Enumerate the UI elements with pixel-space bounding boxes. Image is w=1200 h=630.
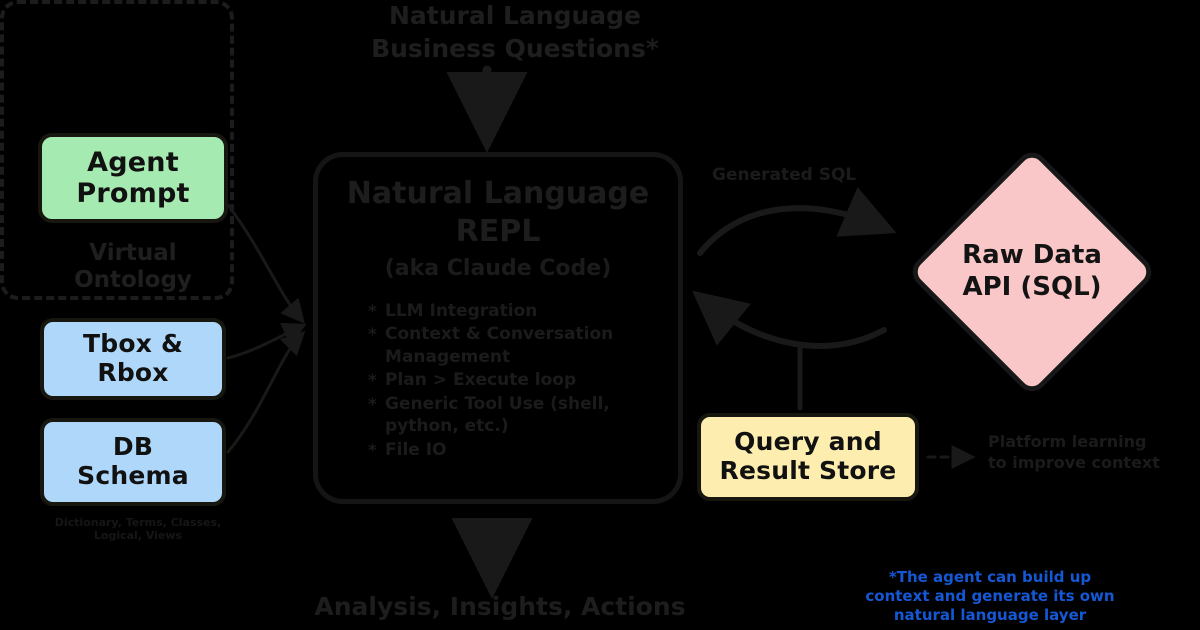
repl-feature-item: LLM Integration bbox=[368, 300, 668, 324]
arrow-repl-to-raw-data bbox=[697, 187, 897, 256]
generated-sql-label: Generated SQL bbox=[712, 165, 857, 185]
repl-feature-list: LLM Integration Context & Conversation M… bbox=[368, 300, 668, 463]
repl-feature-item: Generic Tool Use (shell, python, etc.) bbox=[368, 393, 668, 438]
repl-feature-item: Plan > Execute loop bbox=[368, 369, 668, 393]
tbox-rbox-box[interactable]: Tbox &Rbox bbox=[40, 318, 226, 400]
arrow-tbox-to-repl bbox=[226, 322, 307, 360]
repl-feature-item: Context & Conversation Management bbox=[368, 323, 668, 368]
repl-feature-item: File IO bbox=[368, 439, 668, 463]
repl-subtitle: (aka Claude Code) bbox=[384, 256, 612, 281]
virtual-ontology-footnote: Dictionary, Terms, Classes, Logical, Vie… bbox=[54, 516, 222, 542]
arrow-raw-data-to-repl bbox=[692, 290, 887, 349]
arrow-db-schema-to-repl bbox=[226, 330, 306, 454]
output-caption-label: Analysis, Insights, Actions bbox=[314, 592, 686, 621]
